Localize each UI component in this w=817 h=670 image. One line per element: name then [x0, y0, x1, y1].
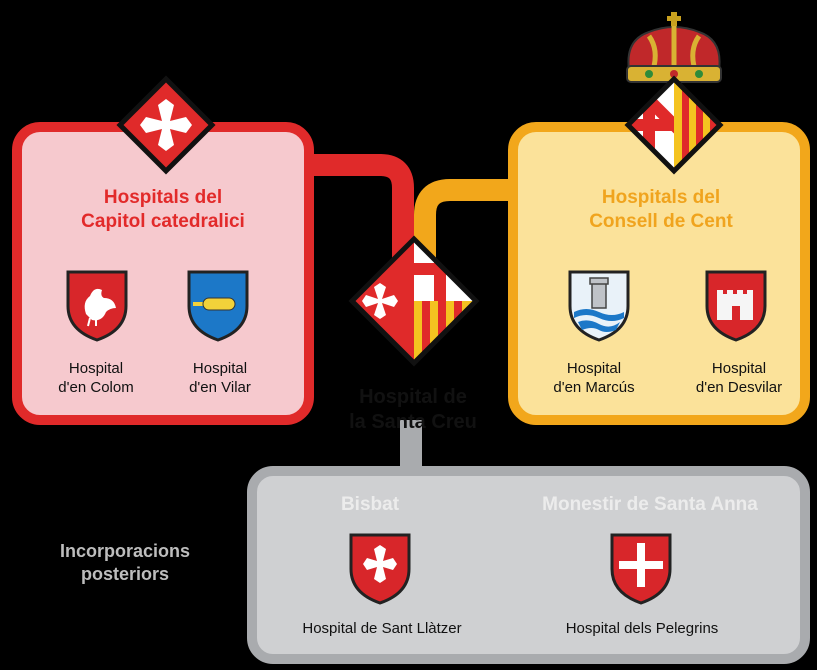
- capitol-title: Hospitals del Capitol catedralici: [81, 187, 245, 232]
- consell-emblem-icon: [624, 75, 724, 175]
- incorporacions-panel: [247, 466, 810, 664]
- tower-shield-icon: [568, 270, 630, 342]
- capitol-panel: [12, 122, 314, 425]
- dove-shield-icon: [66, 270, 128, 342]
- hospital-desvilar-label: Hospital d'en Desvilar: [695, 360, 783, 396]
- orange-connector: [414, 179, 520, 300]
- hospital-colom-label: Hospital d'en Colom: [58, 360, 134, 396]
- red-connector: [300, 154, 414, 300]
- santa-creu-emblem-icon: [348, 235, 480, 367]
- hospital-vilar-label: Hospital d'en Vilar: [189, 360, 251, 396]
- cross-shield-icon: [349, 533, 411, 605]
- hospital-marcus-label: Hospital d'en Marcús: [553, 360, 635, 396]
- castle-shield-icon: [705, 270, 767, 342]
- hospital-sant-llatzer-label: Hospital de Sant Llàtzer: [302, 620, 462, 637]
- gray-connector: [400, 420, 422, 480]
- capitol-emblem-icon: [116, 75, 216, 175]
- consell-title: Hospitals del Consell de Cent: [589, 187, 733, 232]
- santa-creu-title: Hospital de la Santa Creu: [349, 386, 477, 433]
- crown-icon: [626, 12, 722, 83]
- blue-shield-icon: [187, 270, 249, 342]
- greek-cross-shield-icon: [610, 533, 672, 605]
- hospital-pelegrins-label: Hospital dels Pelegrins: [565, 620, 719, 637]
- santa-anna-heading: Monestir de Santa Anna: [542, 494, 758, 515]
- bisbat-heading: Bisbat: [340, 494, 400, 515]
- incorporacions-label: Incorporacions posteriors: [59, 541, 191, 584]
